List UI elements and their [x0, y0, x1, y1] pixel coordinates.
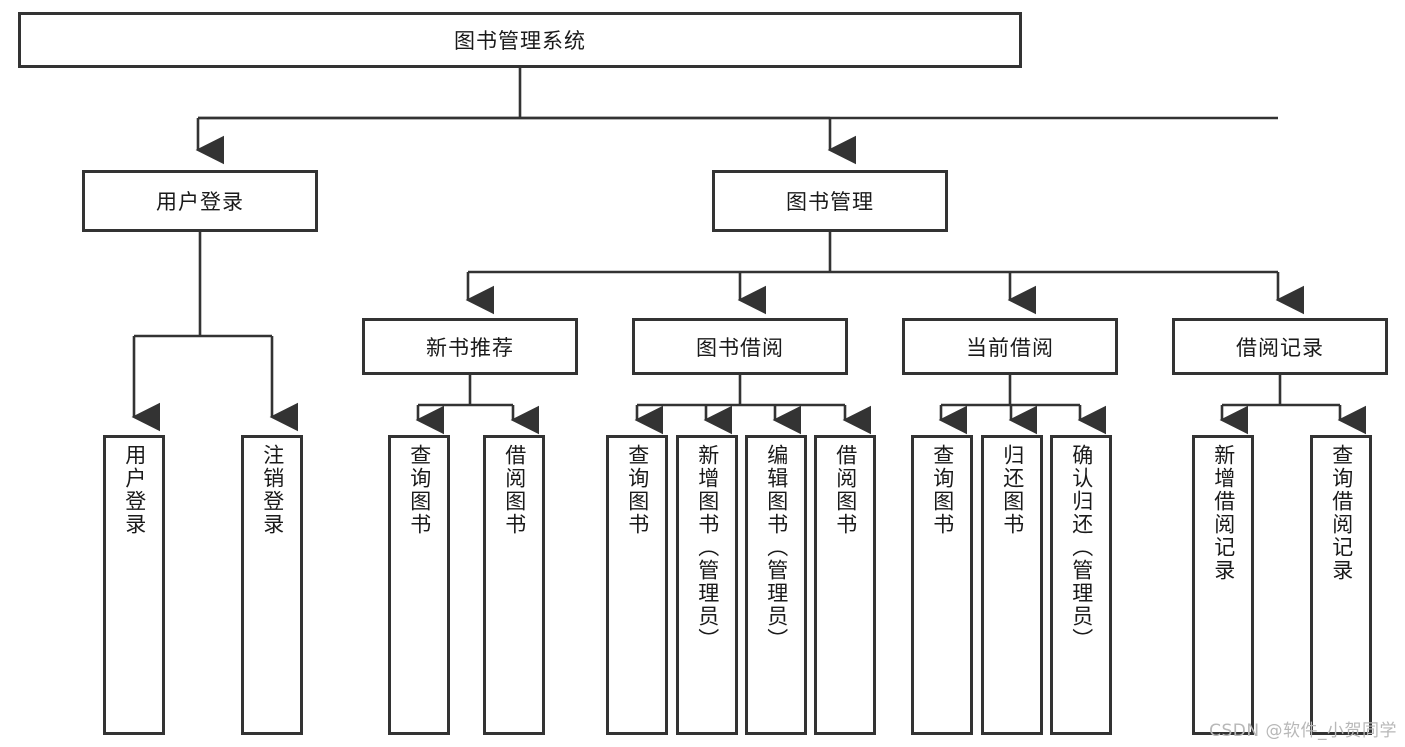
node-new-book-recommend-label: 新书推荐 — [426, 335, 514, 360]
leaf-label: 查询借阅记录 — [1329, 444, 1354, 582]
leaf-record-query-record[interactable]: 查询借阅记录 — [1310, 435, 1372, 735]
node-book-management[interactable]: 图书管理 — [712, 170, 948, 232]
connector-record-to-leaves — [1219, 375, 1367, 435]
leaf-label: 编辑图书（管理员） — [764, 444, 789, 651]
leaf-label: 查询图书 — [930, 444, 955, 536]
leaf-label: 新增借阅记录 — [1211, 444, 1236, 582]
node-root-book-management-system[interactable]: 图书管理系统 — [18, 12, 1022, 68]
node-borrow-record-label: 借阅记录 — [1236, 335, 1324, 360]
leaf-label: 查询图书 — [625, 444, 650, 536]
leaf-label: 新增图书（管理员） — [695, 444, 720, 651]
node-borrow-record[interactable]: 借阅记录 — [1172, 318, 1388, 375]
connector-root-to-level2 — [195, 68, 1278, 165]
node-current-borrow[interactable]: 当前借阅 — [902, 318, 1118, 375]
node-book-management-label: 图书管理 — [786, 190, 874, 214]
leaf-borrow-edit-book-admin[interactable]: 编辑图书（管理员） — [745, 435, 807, 735]
leaf-user-login-signin[interactable]: 用户登录 — [103, 435, 165, 735]
node-new-book-recommend[interactable]: 新书推荐 — [362, 318, 578, 375]
connector-userlogin-to-leaves — [131, 232, 299, 432]
leaf-label: 注销登录 — [260, 444, 285, 536]
node-current-borrow-label: 当前借阅 — [966, 335, 1054, 360]
leaf-borrow-add-book-admin[interactable]: 新增图书（管理员） — [676, 435, 738, 735]
leaf-newbook-borrow-book[interactable]: 借阅图书 — [483, 435, 545, 735]
leaf-borrow-query-book[interactable]: 查询图书 — [606, 435, 668, 735]
leaf-current-query-book[interactable]: 查询图书 — [911, 435, 973, 735]
leaf-label: 借阅图书 — [502, 444, 527, 536]
leaf-label: 确认归还（管理员） — [1069, 444, 1094, 651]
leaf-borrow-borrow-book[interactable]: 借阅图书 — [814, 435, 876, 735]
node-user-login[interactable]: 用户登录 — [82, 170, 318, 232]
leaf-label: 借阅图书 — [833, 444, 858, 536]
node-book-borrow[interactable]: 图书借阅 — [632, 318, 848, 375]
leaf-user-login-logout[interactable]: 注销登录 — [241, 435, 303, 735]
connector-bookmgmt-to-level3 — [465, 232, 1305, 315]
leaf-current-return-book[interactable]: 归还图书 — [981, 435, 1043, 735]
node-root-label: 图书管理系统 — [454, 29, 586, 53]
leaf-current-confirm-return-admin[interactable]: 确认归还（管理员） — [1050, 435, 1112, 735]
node-user-login-label: 用户登录 — [156, 190, 244, 214]
leaf-record-add-record[interactable]: 新增借阅记录 — [1192, 435, 1254, 735]
leaf-label: 查询图书 — [407, 444, 432, 536]
connector-current-to-leaves — [938, 375, 1107, 435]
leaf-newbook-query-book[interactable]: 查询图书 — [388, 435, 450, 735]
csdn-watermark: CSDN @软件_小贺同学 — [1209, 721, 1397, 741]
leaf-label: 归还图书 — [1000, 444, 1025, 536]
leaf-label: 用户登录 — [122, 444, 147, 536]
connector-borrow-to-leaves — [634, 375, 872, 435]
connector-newbook-to-leaves — [415, 375, 540, 435]
node-book-borrow-label: 图书借阅 — [696, 335, 784, 360]
